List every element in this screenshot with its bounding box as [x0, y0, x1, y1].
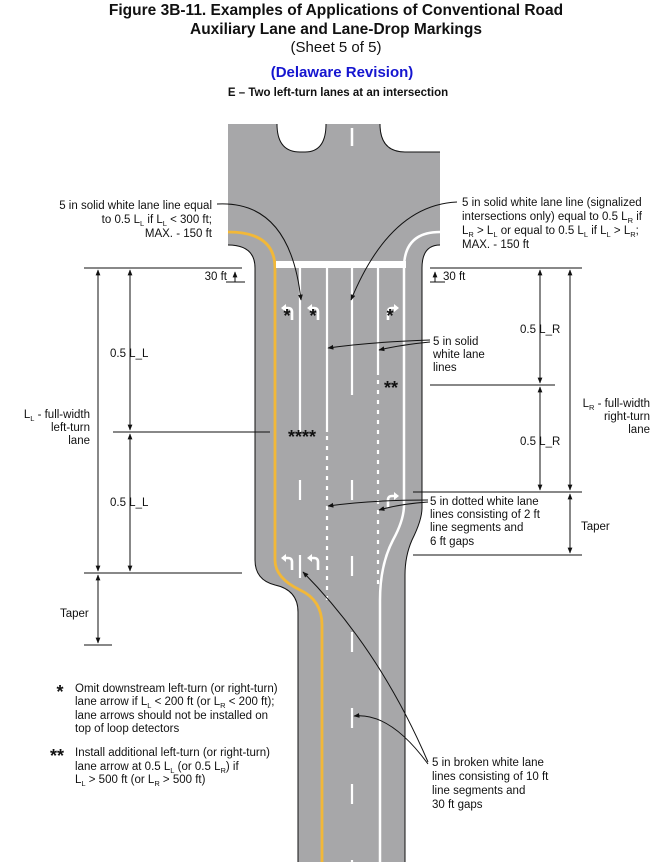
callout-right-solid: LR​ > LL​ or equal to 0.5 LL​ if LL​ > L… [462, 225, 639, 239]
legend-single-text: top of loop detectors [75, 723, 179, 735]
marker-double: ** [384, 378, 398, 398]
callout-left-solid: MAX. - 150 ft [145, 228, 213, 240]
legend-double-text: lane arrow at 0.5 LL​ (or 0.5 LR​) if [75, 761, 239, 775]
dim-half-ll: 0.5 L_L [110, 497, 149, 509]
figure-subtitle: E – Two left-turn lanes at an intersecti… [228, 87, 448, 99]
revision-label: (Delaware Revision) [271, 64, 414, 81]
callout-solid-lines: white lane [432, 349, 485, 361]
callout-broken-lines: lines consisting of 10 ft [432, 771, 549, 783]
callout-left-solid: 5 in solid white lane line equal [59, 200, 212, 212]
marker-single: * [386, 306, 393, 326]
sheet-label: (Sheet 5 of 5) [291, 39, 382, 56]
pavement-markings [227, 128, 441, 862]
dim-ll-label: LL​ - full-width [24, 409, 90, 423]
dim-ll-label: left-turn [51, 422, 90, 434]
dim-lr-label: LR​ - full-width [583, 398, 650, 412]
yellow-edge-line [227, 230, 324, 862]
legend-double-text: LL​ > 500 ft (or LR​ > 500 ft) [75, 774, 206, 788]
callout-dotted-lines: line segments and [430, 522, 523, 534]
callout-left-solid: to 0.5 LL​ if LL​ < 300 ft; [102, 214, 212, 228]
legend-double-text: Install additional left-turn (or right-t… [75, 747, 270, 759]
marker-quad: **** [288, 427, 316, 447]
dim-half-ll: 0.5 L_L [110, 348, 149, 360]
legend-single-text: lane arrow if LL​ < 200 ft (or LR​ < 200… [75, 696, 274, 710]
figure-title-line2: Auxiliary Lane and Lane-Drop Markings [190, 21, 482, 38]
callout-right-solid: 5 in solid white lane line (signalized [462, 197, 642, 209]
pavement [227, 123, 441, 862]
dim-half-lr: 0.5 L_R [520, 324, 560, 336]
dim-half-lr: 0.5 L_R [520, 436, 560, 448]
callout-dotted-lines: lines consisting of 2 ft [430, 509, 541, 521]
dim-taper-right: Taper [581, 521, 610, 533]
dim-taper-left: Taper [60, 608, 89, 620]
callout-dotted-lines: 6 ft gaps [430, 536, 474, 548]
marker-single: * [283, 306, 290, 326]
callout-solid-lines: lines [433, 362, 457, 374]
legend-single-text: lane arrows should not be installed on [75, 710, 268, 722]
stop-bar [276, 261, 406, 268]
white-edge-line [378, 230, 441, 862]
callout-right-solid: intersections only) equal to 0.5 LR​ if [462, 211, 643, 225]
dim-30ft-left: 30 ft [205, 271, 228, 283]
callout-solid-lines: 5 in solid [433, 336, 478, 348]
legend-double-symbol: ** [50, 746, 64, 766]
figure-title-line1: Figure 3B-11. Examples of Applications o… [109, 2, 563, 19]
callout-dotted-lines: 5 in dotted white lane [430, 496, 539, 508]
callout-broken-lines: 30 ft gaps [432, 799, 483, 811]
callout-right-solid: MAX. - 150 ft [462, 239, 530, 251]
dim-ll-label: lane [68, 435, 90, 447]
legend: * Omit downstream left-turn (or right-tu… [50, 682, 278, 788]
dim-30ft-right: 30 ft [443, 271, 466, 283]
dim-lr-label: right-turn [604, 411, 650, 423]
legend-single-text: Omit downstream left-turn (or right-turn… [75, 683, 278, 695]
dimension-lines [84, 267, 582, 646]
legend-single-symbol: * [56, 682, 63, 702]
callout-broken-lines: 5 in broken white lane [432, 757, 544, 769]
callout-broken-lines: line segments and [432, 785, 525, 797]
marker-single: * [309, 306, 316, 326]
callout-leaders [216, 201, 458, 765]
dim-lr-label: lane [628, 424, 650, 436]
